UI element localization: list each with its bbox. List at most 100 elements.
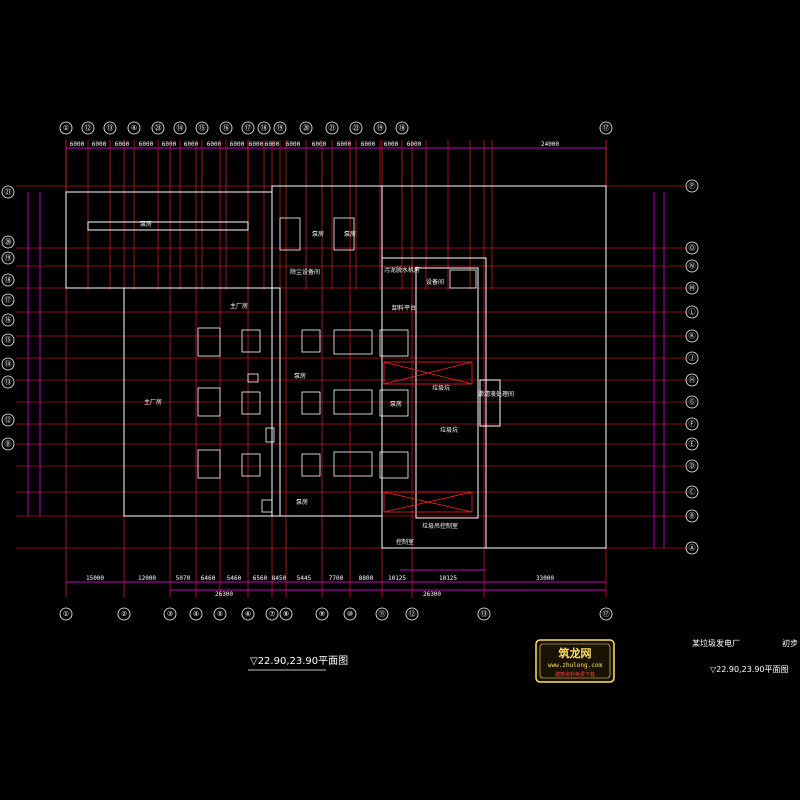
bottom-axis-6-label: ⑦ bbox=[269, 610, 275, 618]
right-axis-1: Ⓞ bbox=[685, 241, 699, 255]
left-axis-6: ⑮ bbox=[1, 333, 15, 347]
top-axis-5: ⑭ bbox=[173, 121, 187, 135]
stamp-foot: 建筑资料免费下载 bbox=[555, 671, 595, 678]
top-dim-8: 6000 bbox=[249, 141, 264, 148]
north-annex bbox=[65, 191, 273, 289]
room-label-11: 垃圾坑 bbox=[432, 384, 450, 392]
top-axis-1: ⑫ bbox=[81, 121, 95, 135]
top-axis-10: ⑲ bbox=[273, 121, 287, 135]
design-stage: 初步 bbox=[782, 638, 798, 648]
right-axis-3-label: Ⓜ bbox=[689, 284, 696, 292]
left-axis-10-label: Ⓑ bbox=[5, 440, 12, 448]
left-axis-3: ⑱ bbox=[1, 273, 15, 287]
right-axis-12: Ⓒ bbox=[685, 485, 699, 499]
stamp-title: 筑龙网 bbox=[559, 646, 592, 660]
bottom-axis-2-label: ③ bbox=[167, 610, 173, 618]
top-dim-7: 6000 bbox=[230, 141, 245, 148]
bottom-axis-8-label: ⑨ bbox=[319, 610, 325, 618]
top-dim-0: 6000 bbox=[70, 141, 85, 148]
top-axis-2: ⑬ bbox=[103, 121, 117, 135]
right-axis-14: Ⓐ bbox=[685, 541, 699, 555]
room-label-13: 渗滤液处理间 bbox=[478, 390, 514, 398]
top-axis-4: ㉓ bbox=[151, 121, 165, 135]
top-axis-10-label: ⑲ bbox=[277, 124, 284, 132]
right-axis-0-label: Ⓟ bbox=[689, 182, 696, 190]
top-axis-7: ⑯ bbox=[219, 121, 233, 135]
building-outline bbox=[65, 185, 607, 549]
room-label-8: 主厂房 bbox=[144, 398, 162, 406]
left-axis-4-label: ⑰ bbox=[5, 296, 12, 304]
side-dimension-lines bbox=[27, 192, 665, 548]
room-label-16: 泵房 bbox=[390, 400, 402, 408]
bottom-axis-5: ⑥ bbox=[241, 607, 255, 621]
top-dim-5: 6000 bbox=[184, 141, 199, 148]
bottom-dim-10: 10125 bbox=[388, 575, 406, 582]
top-dim-15: 6000 bbox=[407, 141, 422, 148]
left-axis-0-label: ㉑ bbox=[5, 188, 12, 196]
top-axis-12-label: ㉑ bbox=[329, 124, 336, 132]
right-axis-12-label: Ⓒ bbox=[689, 488, 696, 496]
right-axis-5-label: Ⓚ bbox=[689, 332, 696, 340]
top-dim-13: 6000 bbox=[361, 141, 376, 148]
bottom-axis-7-label: ⑧ bbox=[283, 610, 289, 618]
top-axis-3-label: ④ bbox=[131, 124, 137, 132]
top-axis-9-label: ⑱ bbox=[261, 124, 268, 132]
pit bbox=[415, 267, 479, 519]
pit-block bbox=[381, 257, 487, 549]
room-label-4: 除尘设备间 bbox=[290, 268, 320, 276]
bottom-dim-5: 6560 bbox=[253, 575, 268, 582]
top-axis-16: ⑰ bbox=[599, 121, 613, 135]
bottom-dim-2: 5070 bbox=[176, 575, 191, 582]
bottom-dim-11: 10125 bbox=[439, 575, 457, 582]
left-axis-3-label: ⑱ bbox=[5, 276, 12, 284]
top-axis-11: ⑳ bbox=[299, 121, 313, 135]
bottom-dim-12: 33000 bbox=[536, 575, 554, 582]
top-dim-11: 6000 bbox=[312, 141, 327, 148]
top-dim-1: 6000 bbox=[92, 141, 107, 148]
room-label-3: 泵房 bbox=[344, 230, 356, 238]
top-axis-1-label: ⑫ bbox=[85, 124, 92, 132]
right-axis-11: Ⓓ bbox=[685, 459, 699, 473]
bottom-total-1: 26300 bbox=[423, 591, 441, 598]
bottom-axis-2: ③ bbox=[163, 607, 177, 621]
left-axis-5-label: ⑯ bbox=[5, 316, 12, 324]
room-label-2: 泵房 bbox=[312, 230, 324, 238]
right-axis-3: Ⓜ bbox=[685, 281, 699, 295]
right-axis-4: Ⓛ bbox=[685, 305, 699, 319]
right-axis-8-label: Ⓖ bbox=[689, 398, 696, 406]
right-axis-0: Ⓟ bbox=[685, 179, 699, 193]
bottom-axis-3-label: ④ bbox=[193, 610, 199, 618]
bottom-axis-0-label: ① bbox=[63, 610, 69, 618]
top-axis-6: ⑮ bbox=[195, 121, 209, 135]
bottom-dim-1: 12000 bbox=[138, 575, 156, 582]
east-wing bbox=[358, 185, 607, 549]
top-dim-4: 6000 bbox=[162, 141, 177, 148]
right-axis-10-label: Ⓔ bbox=[689, 440, 696, 448]
room-label-14: 垃圾吊控制室 bbox=[422, 522, 458, 530]
bottom-axis-9-label: ⑩ bbox=[347, 610, 353, 618]
left-axis-2-label: ⑲ bbox=[5, 254, 12, 262]
room-label-15: 泵房 bbox=[296, 498, 308, 506]
bottom-axis-3: ④ bbox=[189, 607, 203, 621]
left-axis-6-label: ⑮ bbox=[5, 336, 12, 344]
left-axis-1: ⑳ bbox=[1, 235, 15, 249]
right-axis-13-label: Ⓑ bbox=[689, 512, 696, 520]
right-axis-10: Ⓔ bbox=[685, 437, 699, 451]
left-axis-8: ⑬ bbox=[1, 375, 15, 389]
left-axis-10: Ⓑ bbox=[1, 437, 15, 451]
left-axis-0: ㉑ bbox=[1, 185, 15, 199]
top-axis-8: ⑰ bbox=[241, 121, 255, 135]
left-axis-2: ⑲ bbox=[1, 251, 15, 265]
bottom-axis-11: ⑫ bbox=[405, 607, 419, 621]
right-axis-8: Ⓖ bbox=[685, 395, 699, 409]
top-axis-7-label: ⑯ bbox=[223, 124, 230, 132]
right-axis-9: Ⓕ bbox=[685, 417, 699, 431]
right-axis-1-label: Ⓞ bbox=[689, 244, 696, 252]
bottom-total-0: 26300 bbox=[215, 591, 233, 598]
room-label-9: 泵房 bbox=[294, 372, 306, 380]
bottom-dim-9: 8800 bbox=[359, 575, 374, 582]
bottom-axis-4-label: ⑤ bbox=[217, 610, 223, 618]
right-axis-6-label: Ⓙ bbox=[689, 354, 696, 362]
